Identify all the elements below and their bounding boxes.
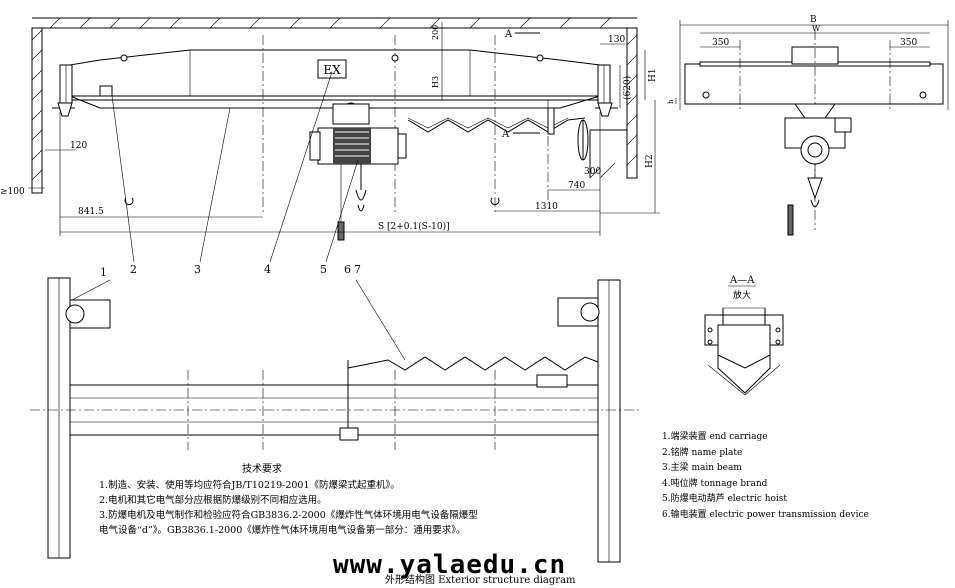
dim-841-5: 841.5 [78,207,104,217]
dim-h: h [667,99,675,104]
wall-right [589,27,638,179]
dim-w: W [812,24,821,33]
watermark: www.yalaedu.cn [333,550,567,580]
legend-item-6: 6.输电装置 electric power transmission devic… [662,509,869,520]
plan-view [30,277,640,563]
section-title: A—A [729,275,755,286]
nameplate-box [99,85,113,97]
dim-1310: 1310 [535,202,558,212]
callout-3: 3 [194,263,201,276]
section-mark-bottom: A [501,129,510,140]
legend-item-5: 5.防爆电动葫芦 electric hoist [662,494,788,504]
side-view: B W 350 350 h [667,15,949,236]
callout-leaders: 2 3 4 5 6 7 1 [71,71,406,361]
note-line-2: 2.电机和其它电气部分应根据防爆级别不同相应选用。 [99,495,327,506]
dim-120: 120 [70,141,87,151]
ex-label: EX [323,63,341,77]
ex-nameplate [317,59,347,79]
main-girder: EX [69,49,601,109]
section-mark-top: A [504,29,513,40]
plan-power-cable [347,356,599,371]
dim-740: 740 [568,181,585,191]
callout-5: 5 [320,263,327,276]
notes-title: 技术要求 [242,464,282,475]
end-carriage-right [595,64,618,117]
dim-350-left: 350 [712,38,729,48]
legend-item-1: 1.端梁装置 end carriage [662,432,768,442]
wall-left [31,27,43,194]
callout-4: 4 [264,263,271,276]
dim-h2: H2 [645,154,655,168]
power-cable [407,117,586,133]
section-subtitle: 放大 [733,289,751,301]
dim-300: 300 [584,167,601,177]
dim-b: B [810,15,817,25]
dim-200: 200 [431,25,440,40]
front-view: EX [0,17,660,361]
legend-item-4: 4.吨位牌 tonnage brand [662,478,768,489]
callout-1: 1 [100,266,107,279]
legend-item-3: 3.主梁 main beam [662,463,742,473]
electric-hoist [309,102,407,241]
end-carriage-left [52,64,75,117]
section-a-a: A—A 放大 [704,275,784,396]
note-line-1: 1.制造、安装、使用等均应符合JB/T10219-2001《防爆梁式起重机》。 [99,480,400,491]
dim-100: ≥100 [0,187,25,197]
note-line-4: 电气设备“d”》。GB3836.1-2000《爆炸性气体环境用电气设备第一部分：… [99,525,466,536]
legend-item-2: 2.铭牌 name plate [662,447,743,458]
diagram-caption: 外形结构图 Exterior structure diagram [385,575,576,586]
front-dimensions: 200 H3 130 (620) H1 H2 120 ≥100 841.5 74… [0,22,660,236]
ceiling [32,17,637,29]
note-line-3: 3.防爆电机及电气制作和检验应符合GB3836.2-2000《爆炸性气体环境用电… [99,510,478,521]
callout-6: 6 [344,263,351,276]
dim-h3: H3 [431,76,440,88]
callout-7: 7 [354,263,361,276]
callout-2: 2 [130,263,137,276]
parts-legend: 1.端梁装置 end carriage 2.铭牌 name plate 3.主梁… [662,430,869,523]
dim-620: (620) [622,76,633,100]
dim-350-right: 350 [900,38,917,48]
dim-h1: H1 [648,68,658,82]
dim-130: 130 [608,35,625,45]
dim-span: S [2+0.1(S-10)] [378,221,450,232]
